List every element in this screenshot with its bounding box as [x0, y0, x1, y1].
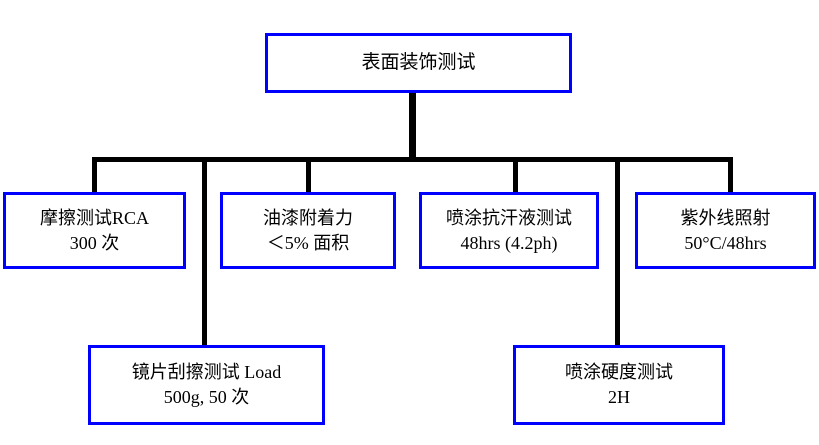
- connector-root-stem: [409, 93, 416, 159]
- connector-drop-rca: [92, 157, 97, 193]
- node-line2: 48hrs (4.2ph): [460, 232, 558, 253]
- connector-drop-spray-hardness: [615, 157, 620, 345]
- node-lens-scratch[interactable]: 镜片刮擦测试 Load 500g, 50 次: [88, 345, 325, 425]
- connector-horizontal-bus: [93, 157, 733, 162]
- connector-drop-paint: [306, 157, 311, 193]
- node-anti-sweat-spray[interactable]: 喷涂抗汗液测试 48hrs (4.2ph): [419, 192, 599, 269]
- node-line1: 镜片刮擦测试 Load: [131, 362, 282, 383]
- node-line1: 喷涂抗汗液测试: [446, 207, 572, 228]
- node-line2: 300 次: [69, 232, 120, 253]
- node-line1: 油漆附着力: [263, 207, 353, 228]
- connector-drop-sweat: [513, 157, 518, 193]
- node-line2: ＜5% 面积: [266, 232, 350, 253]
- node-rca-abrasion[interactable]: 摩擦测试RCA 300 次: [3, 192, 186, 269]
- node-line2: 50°C/48hrs: [684, 232, 767, 253]
- connector-drop-uv: [728, 157, 733, 193]
- node-line2: 500g, 50 次: [163, 387, 250, 407]
- node-surface-decoration-test[interactable]: 表面装饰测试: [265, 33, 572, 93]
- node-uv-exposure[interactable]: 紫外线照射 50°C/48hrs: [635, 192, 816, 269]
- node-title-line1: 表面装饰测试: [361, 51, 476, 73]
- node-line2: 2H: [608, 387, 630, 407]
- node-spray-hardness[interactable]: 喷涂硬度测试 2H: [513, 345, 725, 425]
- node-line1: 喷涂硬度测试: [565, 362, 673, 383]
- node-line1: 摩擦测试RCA: [39, 207, 149, 228]
- connector-drop-lens-scratch: [202, 157, 207, 345]
- node-paint-adhesion[interactable]: 油漆附着力 ＜5% 面积: [220, 192, 396, 269]
- node-line1: 紫外线照射: [680, 207, 771, 228]
